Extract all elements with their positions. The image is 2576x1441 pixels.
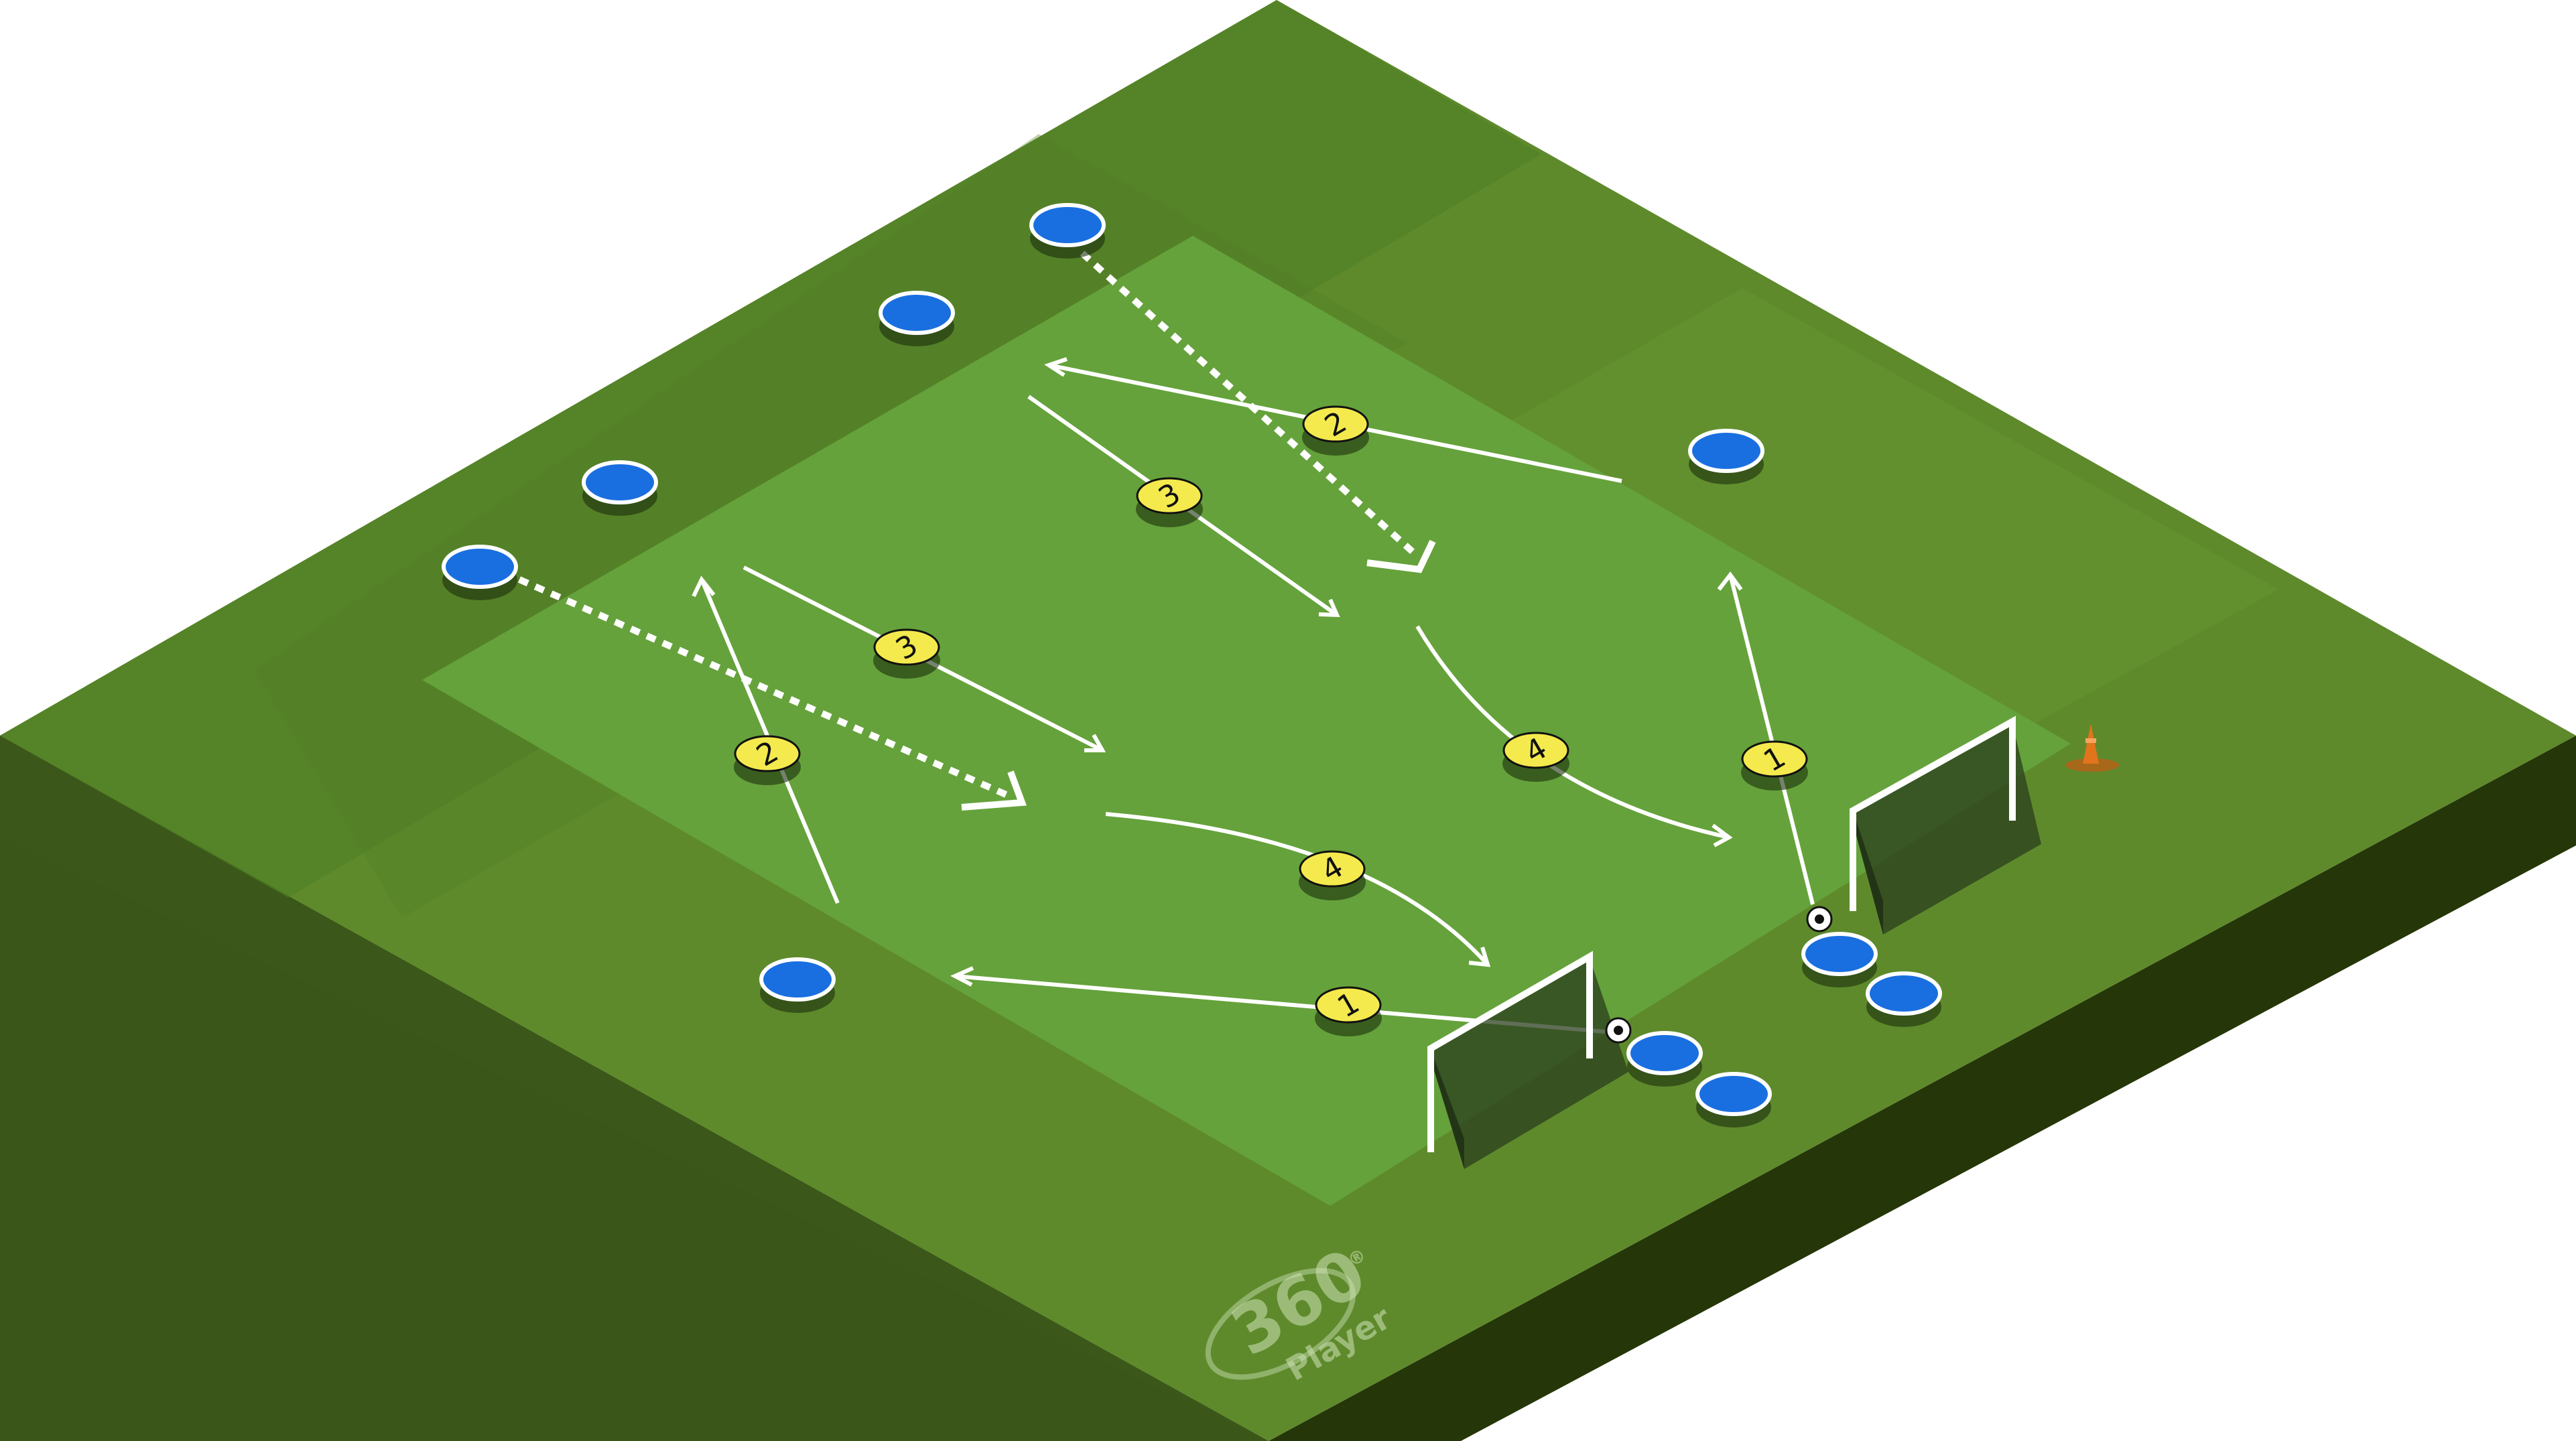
player-left-2 [442, 545, 518, 600]
arrow-head [961, 770, 1027, 811]
badge-1-bottom: 1 [1315, 985, 1382, 1036]
badge-2-left: 2 [734, 734, 801, 785]
logo-ring [1205, 1267, 1356, 1380]
badge-4-right: 4 [1502, 731, 1569, 782]
dribble-line [1080, 251, 1420, 559]
badge-4-bottom: 4 [1299, 849, 1366, 900]
arrow-head [1084, 734, 1106, 752]
badge-3-left: 3 [873, 628, 940, 679]
player-top [1029, 203, 1106, 259]
arrow-head [1717, 571, 1743, 591]
dribble-arrow-heads [961, 539, 1436, 811]
arrow-head [1366, 539, 1436, 573]
badges: 1 1 2 2 3 3 4 4 [734, 405, 1808, 1036]
badge-1-right: 1 [1741, 740, 1808, 791]
goal-bottom [1427, 951, 1628, 1169]
arrow-head [1712, 823, 1733, 847]
player-bottom-left [759, 957, 836, 1013]
cone-icon [2065, 724, 2119, 772]
players [442, 203, 1942, 1127]
player-goal-2a [1801, 932, 1878, 987]
ball-icon [1605, 1017, 1632, 1044]
arrow-head [692, 575, 716, 598]
arrow-head [1318, 598, 1340, 618]
badge-2-top: 2 [1302, 405, 1369, 456]
pitch-band-left [0, 0, 1541, 898]
ball-icon [1806, 906, 1833, 933]
player-top-2 [879, 291, 955, 346]
player-left-1 [582, 460, 658, 516]
pass-line [1728, 574, 1815, 905]
arrow-head [1044, 357, 1068, 377]
player-goal-1a [1626, 1031, 1703, 1087]
goal-right [1850, 715, 2041, 935]
arrow-head [950, 966, 974, 987]
dribble-arrows [517, 251, 1420, 801]
player-right [1688, 429, 1764, 484]
player-goal-2b [1866, 971, 1942, 1027]
inner-area [422, 236, 2071, 1206]
badge-3-top: 3 [1136, 476, 1203, 527]
player-goal-1b [1695, 1072, 1772, 1127]
dribble-line [517, 576, 1014, 801]
arrow-head [1468, 947, 1491, 967]
